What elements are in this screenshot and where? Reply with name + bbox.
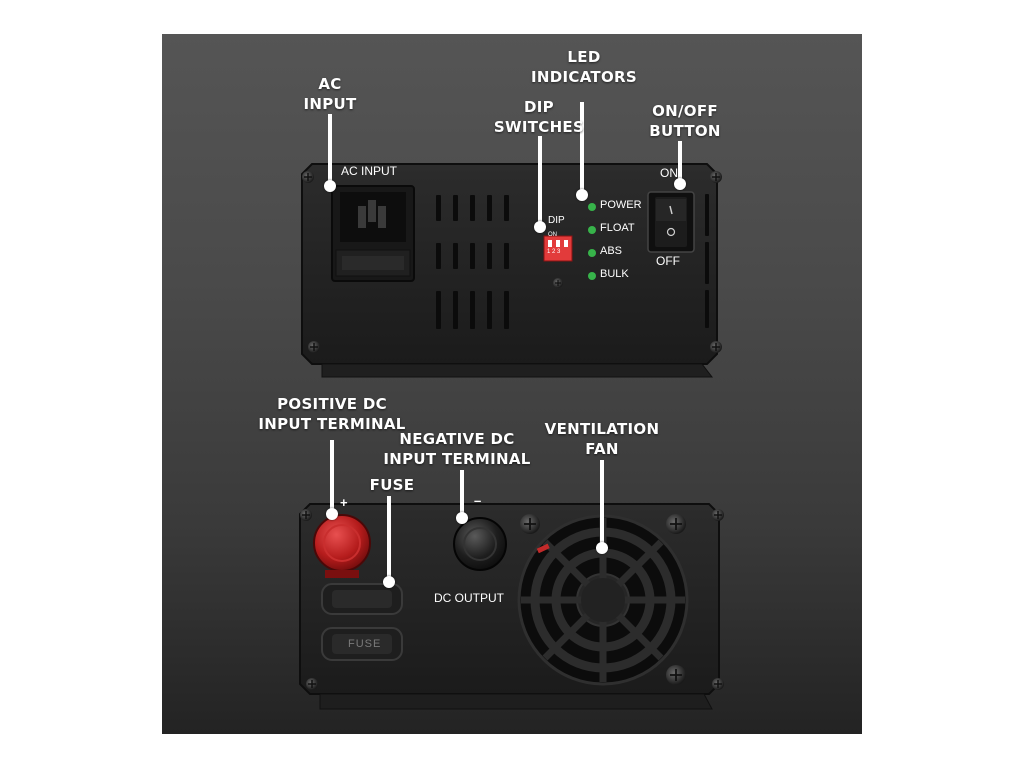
fuse-dot bbox=[383, 576, 395, 588]
switch-on-label: ON bbox=[660, 166, 678, 180]
onoff-leader bbox=[678, 141, 682, 183]
led-dots bbox=[588, 203, 596, 280]
led-label-abs: ABS bbox=[600, 245, 623, 257]
led-label-power: POWER bbox=[600, 199, 642, 211]
led-label-bulk: BULK bbox=[600, 268, 629, 280]
callout-ventilation-fan: VENTILATION FAN bbox=[544, 420, 660, 458]
negative-dc-leader bbox=[460, 470, 464, 516]
callout-fuse: FUSE bbox=[369, 476, 415, 494]
rear-panel bbox=[299, 503, 724, 710]
ac-input-panel-label: AC INPUT bbox=[341, 164, 398, 178]
switch-off-label: OFF bbox=[656, 254, 680, 268]
charger-illustration bbox=[299, 163, 724, 710]
dip-leader bbox=[538, 136, 542, 227]
plus-sign: + bbox=[340, 495, 348, 510]
onoff-dot bbox=[674, 178, 686, 190]
callout-onoff-button: ON/OFF BUTTON bbox=[649, 102, 721, 140]
front-panel bbox=[301, 163, 722, 378]
fan-dot bbox=[596, 542, 608, 554]
callout-negative-dc: NEGATIVE DC INPUT TERMINAL bbox=[383, 430, 531, 468]
ac-input-dot bbox=[324, 180, 336, 192]
negative-dc-dot bbox=[456, 512, 468, 524]
dc-output-label: DC OUTPUT bbox=[434, 591, 504, 605]
led-leader bbox=[580, 102, 584, 195]
dip-panel-label: DIP bbox=[548, 215, 565, 226]
callout-ac-input: AC INPUT bbox=[303, 75, 357, 113]
led-label-float: FLOAT bbox=[600, 222, 635, 234]
dip-on-label: ON bbox=[548, 232, 557, 238]
ac-input-leader bbox=[328, 114, 332, 186]
fuse-leader bbox=[387, 496, 391, 582]
callout-led-indicators: LED INDICATORS bbox=[531, 48, 637, 86]
dip-numbers-label: 1 2 3 bbox=[547, 249, 561, 255]
product-photo: AC INPUT DIP ON 1 2 3 POWER FLOAT ABS BU… bbox=[162, 34, 862, 734]
positive-dc-dot bbox=[326, 508, 338, 520]
callout-positive-dc: POSITIVE DC INPUT TERMINAL bbox=[258, 395, 406, 433]
dip-dot bbox=[534, 221, 546, 233]
fuse-holder-text: FUSE bbox=[348, 638, 382, 650]
minus-sign: – bbox=[474, 493, 482, 508]
led-dot bbox=[576, 189, 588, 201]
callout-dip-switches: DIP SWITCHES bbox=[493, 98, 585, 136]
positive-dc-leader bbox=[330, 440, 334, 514]
fan-leader bbox=[600, 460, 604, 548]
